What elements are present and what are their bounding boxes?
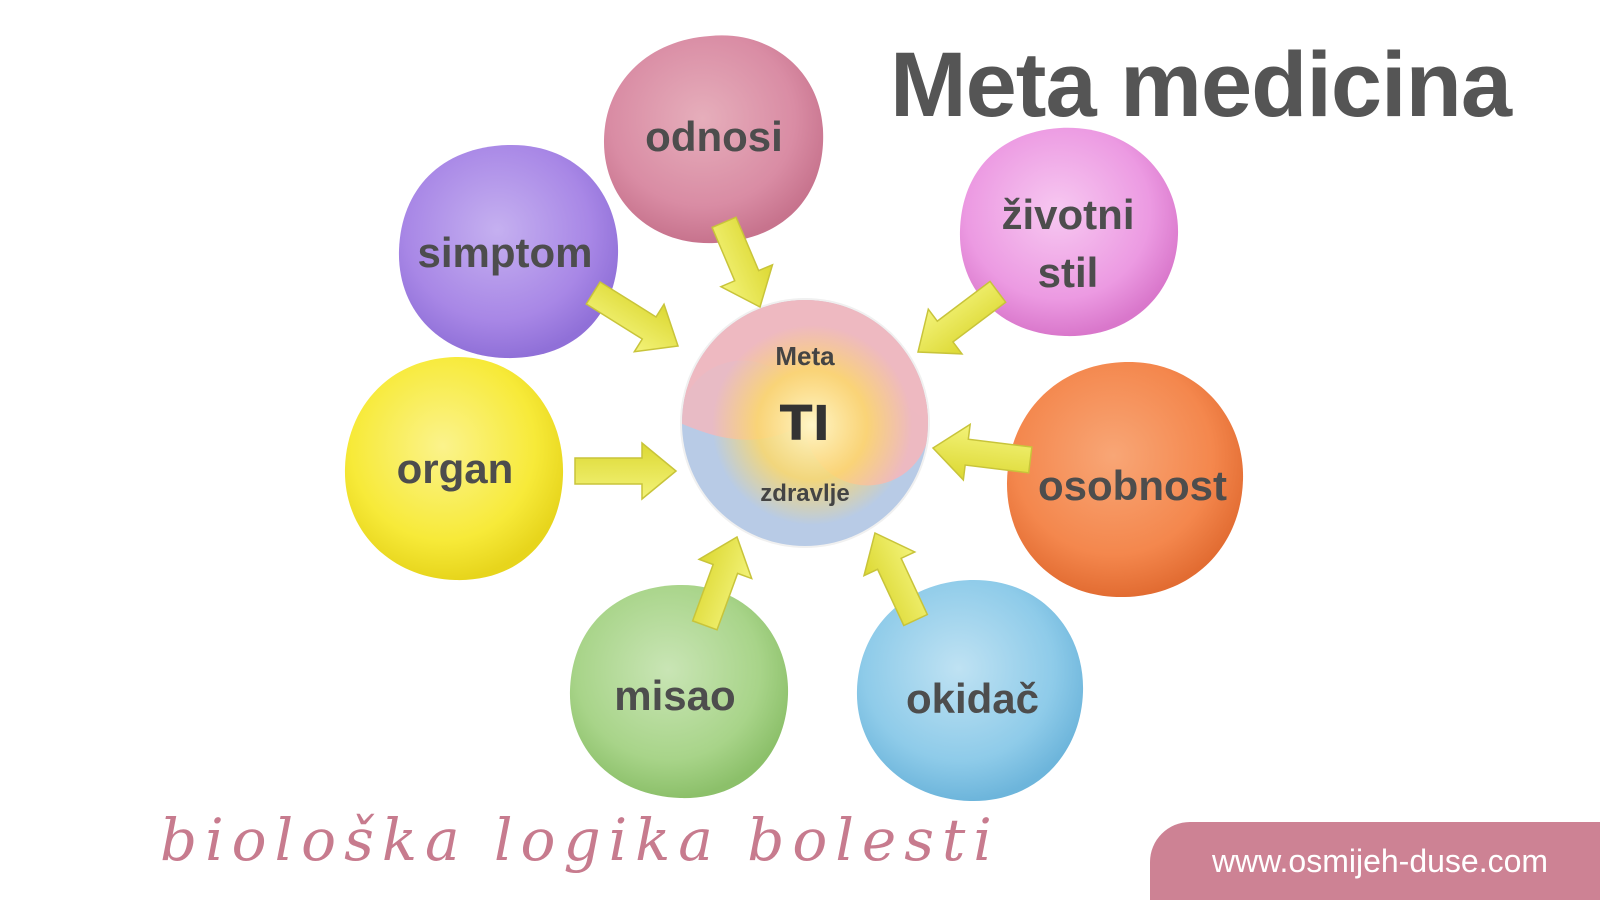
node-label-zivotni-stil: životni stil bbox=[968, 186, 1168, 302]
arrow-okidac bbox=[862, 531, 929, 627]
node-label-simptom: simptom bbox=[417, 229, 593, 276]
page-title: Meta medicina bbox=[890, 34, 1512, 136]
blob-simptom bbox=[398, 144, 619, 359]
blob-odnosi bbox=[603, 35, 824, 244]
node-label-misao: misao bbox=[614, 672, 736, 719]
blob-okidac bbox=[856, 579, 1084, 802]
node-label-organ: organ bbox=[396, 445, 514, 492]
arrow-zivotni-stil bbox=[917, 280, 1007, 355]
arrow-osobnost bbox=[931, 422, 1033, 482]
arrow-misao bbox=[691, 535, 753, 631]
center-label-ti: TI bbox=[779, 396, 831, 452]
node-label-zivotni-stil-line2: stil bbox=[1037, 249, 1099, 296]
node-label-osobnost: osobnost bbox=[1038, 462, 1227, 509]
arrow-odnosi bbox=[711, 216, 774, 309]
blob-osobnost bbox=[1006, 361, 1244, 598]
tagline: biološka logika bolesti bbox=[160, 806, 1000, 874]
arrow-simptom bbox=[585, 280, 680, 353]
center-circle bbox=[680, 298, 930, 548]
blob-organ bbox=[344, 356, 564, 581]
center-label-zdravlje: zdravlje bbox=[760, 480, 850, 507]
node-label-odnosi: odnosi bbox=[645, 113, 783, 160]
website-badge: www.osmijeh-duse.com bbox=[1150, 822, 1600, 900]
blob-misao bbox=[569, 584, 789, 799]
node-label-zivotni-stil-line1: životni bbox=[1001, 191, 1135, 238]
arrow-organ bbox=[574, 441, 678, 501]
arrows bbox=[574, 216, 1033, 631]
node-label-okidac: okidač bbox=[905, 675, 1040, 722]
center-label-meta: Meta bbox=[775, 341, 835, 371]
blob-zivotni-stil bbox=[959, 127, 1179, 337]
website-link[interactable]: www.osmijeh-duse.com bbox=[1211, 843, 1549, 879]
